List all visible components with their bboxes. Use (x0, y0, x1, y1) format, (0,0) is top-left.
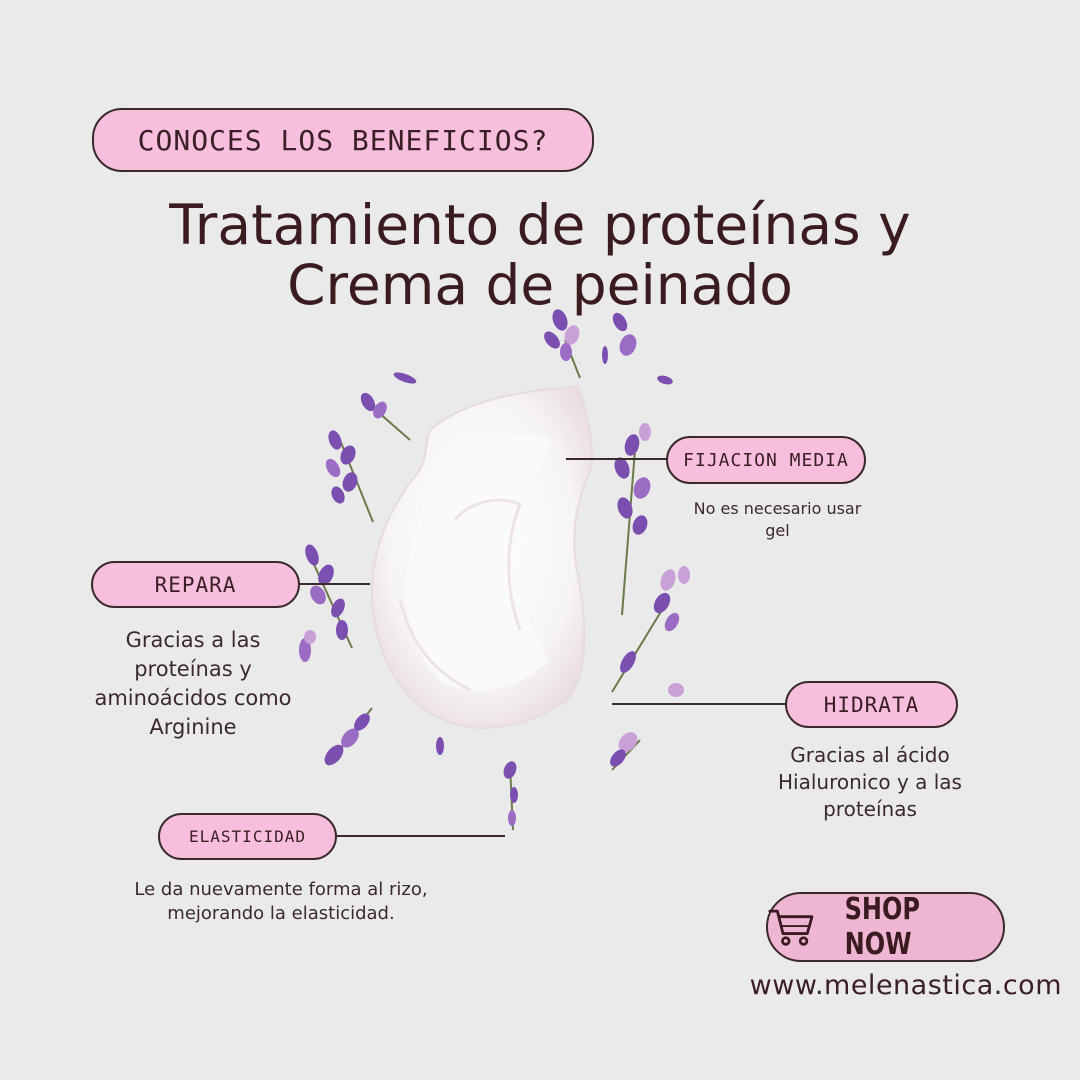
repara-connector-line (298, 583, 370, 585)
elasticidad-badge: ELASTICIDAD (158, 813, 337, 860)
fijacion-media-badge: FIJACION MEDIA (666, 436, 866, 484)
lavender-sprigs (299, 309, 690, 831)
fijacion-connector-line (566, 458, 668, 460)
repara-description: Gracias a las proteínas y aminoácidos co… (94, 628, 292, 739)
hidrata-badge: HIDRATA (785, 681, 958, 728)
fijacion-media-description: No es necesario usar gel (693, 499, 862, 540)
title-line-1: Tratamiento de proteínas y (169, 193, 911, 257)
shop-now-button[interactable]: SHOP NOW (766, 892, 1005, 962)
title-line-2: Crema de peinado (287, 253, 793, 317)
cart-icon (768, 909, 814, 946)
repara-badge: REPARA (91, 561, 300, 608)
page-title: Tratamiento de proteínas y Crema de pein… (80, 195, 1000, 315)
website-url[interactable]: www.melenastica.com (749, 970, 1062, 1001)
cream-swatch (370, 384, 593, 729)
hidrata-description: Gracias al ácido Hialuronico y a las pro… (778, 743, 962, 821)
shop-now-label: SHOP NOW (844, 892, 920, 962)
hidrata-connector-line (612, 703, 787, 705)
benefits-question-badge: CONOCES LOS BENEFICIOS? (92, 108, 594, 172)
elasticidad-description: Le da nuevamente forma al rizo, mejorand… (134, 879, 428, 924)
elasticidad-connector-line (335, 835, 505, 837)
